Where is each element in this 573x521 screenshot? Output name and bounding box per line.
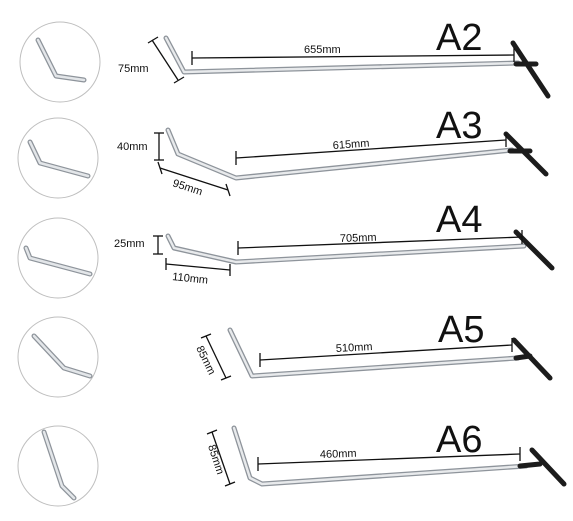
height-dimension-a3 (154, 132, 164, 161)
model-label-a3: A3 (436, 105, 482, 147)
length-label-a6: 460mm (320, 448, 357, 461)
rod-a3 (165, 127, 515, 181)
tool-row-a6: 460mm 85mm A6 (17, 419, 567, 507)
height-dimension-a6 (206, 429, 236, 487)
bend-run-label-a4: 110mm (172, 271, 209, 287)
length-dimension-a2 (191, 48, 515, 65)
height-dimension-a5 (200, 333, 232, 381)
model-label-a6: A6 (436, 419, 482, 461)
tool-row-a5: 510mm 85mm A5 (17, 309, 553, 398)
length-dimension-a6 (257, 447, 521, 471)
bend-height-label-a4: 25mm (114, 238, 145, 250)
t-handle-a3 (503, 131, 549, 177)
length-dimension-a4 (237, 230, 523, 255)
tool-row-a4: 705mm 25mm 110mm A4 (17, 199, 555, 299)
tool-row-a3: 615mm 40mm 95mm A3 (17, 105, 549, 199)
rod-a4 (165, 233, 527, 265)
height-dimension-a4 (153, 235, 163, 255)
t-handle-a2 (510, 40, 551, 99)
bend-height-label-a2: 75mm (118, 63, 149, 75)
tip-detail-circle-a5 (17, 316, 99, 398)
length-dimension-a3 (235, 133, 507, 165)
length-label-a2: 655mm (304, 44, 341, 56)
rod-a5 (227, 327, 521, 379)
tool-row-a2: 655mm 75mm A2 (19, 17, 551, 103)
rod-a6 (231, 425, 529, 487)
height-dimension-a2 (147, 36, 185, 84)
length-label-a4: 705mm (340, 232, 377, 245)
tip-detail-circle-a2 (19, 21, 101, 103)
run-dimension-a3 (157, 161, 231, 197)
model-label-a4: A4 (436, 199, 482, 241)
length-label-a3: 615mm (332, 137, 369, 152)
tip-detail-circle-a3 (17, 117, 99, 199)
t-handle-a5 (511, 337, 553, 381)
tip-detail-circle-a6 (17, 425, 99, 507)
length-label-a5: 510mm (336, 341, 373, 355)
model-label-a2: A2 (436, 17, 482, 59)
tip-detail-circle-a4 (17, 217, 99, 299)
bend-height-label-a6: 85mm (205, 443, 226, 476)
bend-height-label-a5: 85mm (193, 344, 217, 377)
length-dimension-a5 (259, 338, 513, 367)
rod-a2 (163, 35, 521, 75)
bend-height-label-a3: 40mm (117, 141, 148, 153)
run-dimension-a4 (165, 258, 231, 276)
model-label-a5: A5 (438, 309, 484, 351)
t-handle-a6 (517, 447, 567, 487)
